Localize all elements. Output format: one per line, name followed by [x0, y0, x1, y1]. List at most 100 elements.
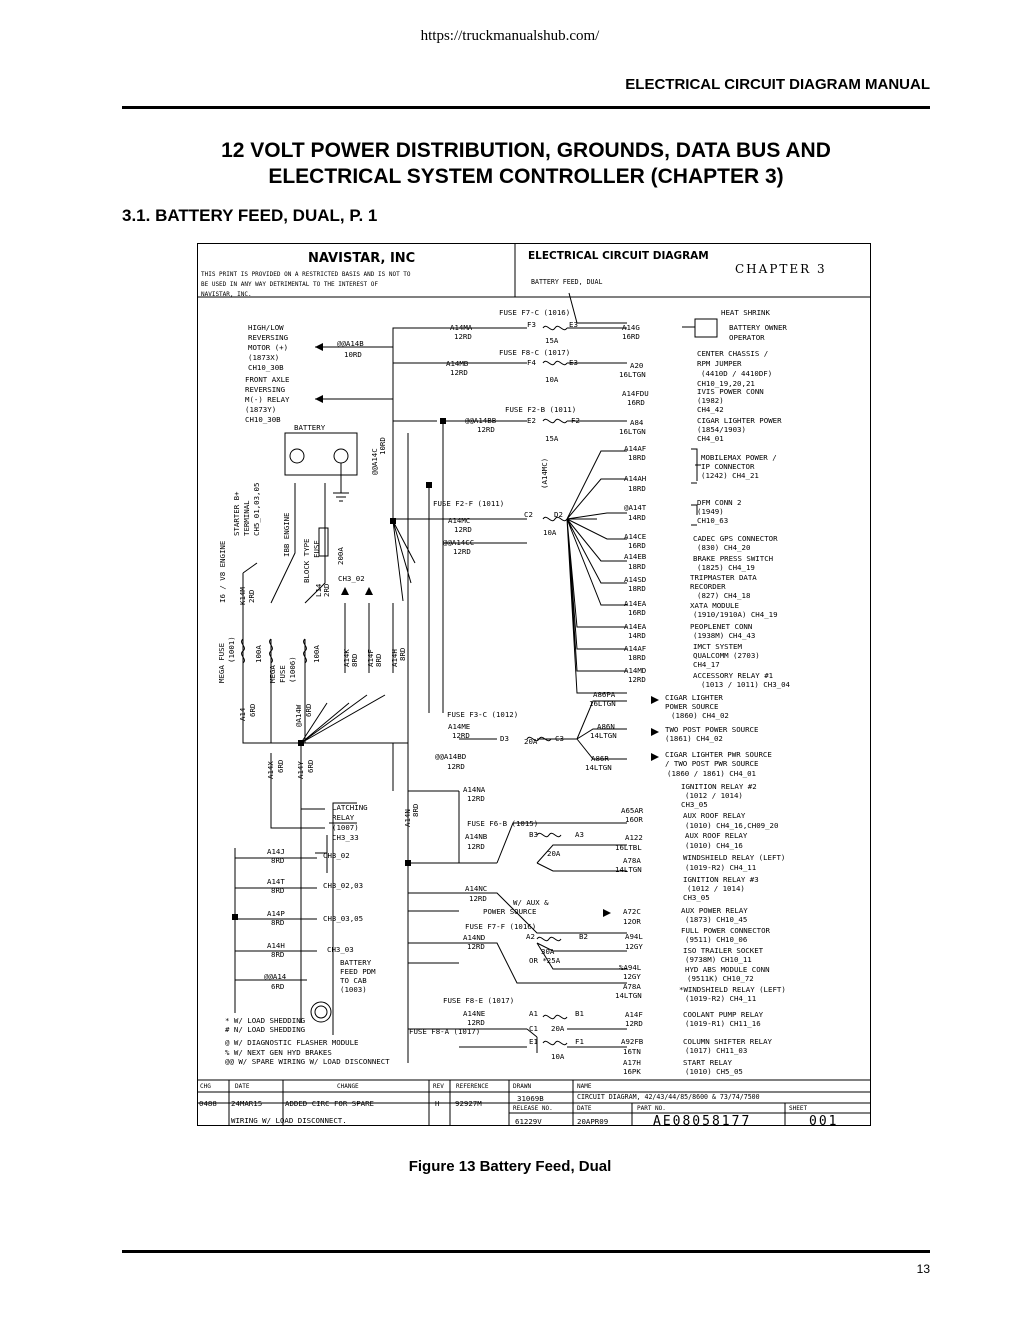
fuse-pin: B2: [579, 932, 588, 941]
wire-a14ea-size: 16RD: [628, 608, 646, 617]
wire-a14y: A14Y: [296, 761, 305, 779]
tb-header: REFERENCE: [456, 1083, 489, 1090]
wire-a14b-size: 10RD: [344, 350, 362, 359]
title-block: CHG DATE CHANGE REV REFERENCE 0488 24MAR…: [197, 1079, 871, 1127]
junction-dot: [426, 482, 432, 488]
coolant-pump-relay: COOLANT PUMP RELAY: [683, 1010, 764, 1019]
wire-a14t: @A14T: [624, 503, 647, 512]
wire-a14x-size: 6RD: [276, 760, 285, 773]
wire-a86n: A86N: [597, 722, 615, 731]
wire-a92fb-size: 16TN: [623, 1047, 641, 1056]
wire-a14sd-size: 18RD: [628, 584, 646, 593]
fuse-pin: A1: [529, 1009, 538, 1018]
tripmaster: (827) CH4_18: [697, 591, 750, 600]
wire-a14-feed: @@A14: [264, 972, 287, 981]
wire-a14x: A14X: [266, 761, 275, 779]
axle-label: (1873Y): [245, 405, 276, 414]
wire-a14nc-size: 12RD: [469, 894, 487, 903]
tb-chg: 0488: [199, 1099, 217, 1108]
wire-k14m: K14M: [238, 587, 247, 605]
wire-a14mb: A14MB: [446, 359, 469, 368]
source-url[interactable]: https://truckmanualshub.com/: [420, 28, 600, 44]
wiring: [234, 292, 718, 1063]
ignition-relay-2: CH3_05: [681, 800, 708, 809]
axle-label: REVERSING: [245, 385, 285, 394]
tb-header: RELEASE NO.: [513, 1105, 553, 1112]
title-line-2: ELECTRICAL SYSTEM CONTROLLER (CHAPTER 3): [268, 165, 784, 188]
junction-dot: [232, 914, 238, 920]
wire-a72c-size: 12OR: [623, 917, 641, 926]
wire-a14af: A14AF: [624, 444, 647, 453]
wire-a78a-size: 14LTGN: [615, 865, 642, 874]
tb-header: DRAWN: [513, 1083, 531, 1090]
mega-fuse-1-amp: 100A: [254, 645, 263, 663]
wire-a14f-right-size: 12RD: [625, 1019, 643, 1028]
fuse-f8e: FUSE F8-E (1017): [443, 996, 514, 1005]
iso-trailer-socket: ISO TRAILER SOCKET: [683, 946, 764, 955]
cigar-two-post: / TWO POST PWR SOURCE: [665, 759, 758, 768]
imct-system: QUALCOMM (2703): [693, 651, 760, 660]
running-header: ELECTRICAL CIRCUIT DIAGRAM MANUAL: [625, 76, 930, 93]
wire-a14g: A14G: [622, 323, 640, 332]
aux-roof-relay: (1010) CH4_16,CH09_20: [685, 821, 778, 830]
junction-dot: [298, 740, 304, 746]
block-amp: 200A: [336, 547, 345, 565]
windshield-relay-2: *WINDSHIELD RELAY (LEFT): [679, 985, 786, 994]
battery-owner: OPERATOR: [729, 333, 765, 342]
dfm-conn: CH10_63: [697, 516, 728, 525]
diagram-frame: [197, 243, 871, 1126]
wire-a14fdu: A14FDU: [622, 389, 649, 398]
motor-label: REVERSING: [248, 333, 288, 342]
wire-a94l2-size: 12GY: [623, 972, 641, 981]
wire-a14na: A14NA: [463, 785, 486, 794]
tb-header: DATE: [235, 1083, 250, 1090]
aux-roof-relay-2: AUX ROOF RELAY: [685, 831, 748, 840]
tb-change: ADDED CIRC FOR SPARE: [285, 1099, 374, 1108]
wire-a14j-size: 8RD: [271, 856, 284, 865]
doc-type: ELECTRICAL CIRCUIT DIAGRAM: [528, 250, 709, 262]
wire-a14bd: @@A14BD: [435, 752, 466, 761]
fuse-f3c-amp: 20A: [524, 737, 538, 746]
brake-switch: BRAKE PRESS SWITCH: [693, 554, 773, 563]
aux-roof-relay: AUX ROOF RELAY: [683, 811, 746, 820]
company-name: NAVISTAR, INC: [308, 251, 415, 266]
wire-a14me-size: 12RD: [452, 731, 470, 740]
cigar-power-source: (1860) CH4_02: [671, 711, 729, 720]
tb-drawn: 31069B: [517, 1094, 544, 1103]
a14j-ref: CH3_02: [323, 851, 350, 860]
wire-a14ea2: A14EA: [624, 622, 647, 631]
junction-dot: [390, 518, 396, 524]
a14t-ref: CH3_02,03: [323, 881, 363, 890]
ignition-relay-3: IGNITION RELAY #3: [683, 875, 759, 884]
fuse-f6b: FUSE F6-B (1015): [467, 819, 538, 828]
ivis-conn: IVIS POWER CONN: [697, 387, 764, 396]
fuse-labels: FUSE F7-C (1016) F3 E3 A14MA 12RD A14G 1…: [409, 308, 649, 1061]
fuse-pin: A2: [526, 932, 535, 941]
aux-roof-relay-2: (1010) CH4_16: [685, 841, 743, 850]
peoplenet-conn: PEOPLENET CONN: [690, 622, 752, 631]
wire-a14mc-vertical: (A14MC): [540, 458, 549, 489]
wire-a14eb-size: 18RD: [628, 562, 646, 571]
fuse-f7c-amp: 15A: [545, 336, 559, 345]
wire-a14n: A14N: [403, 809, 412, 827]
tb-header: PART NO.: [637, 1105, 666, 1112]
wire-a14ce: A14CE: [624, 532, 646, 541]
fuse-f8a: FUSE F8-A (1017): [409, 1027, 480, 1036]
fuse-pin: D3: [500, 734, 509, 743]
junctions: [232, 418, 446, 920]
wire-a14j: A14J: [267, 847, 285, 856]
fuse-f2b-amp: 15A: [545, 434, 559, 443]
right-wire-labels: A14AF 18RD A14AH 18RD @A14T 14RD A14CE 1…: [585, 444, 647, 1076]
starter-label: STARTER B+: [232, 491, 241, 536]
axle-label: FRONT AXLE: [245, 375, 290, 384]
wire-a14ma-size: 12RD: [454, 332, 472, 341]
feed-label: (1003): [340, 985, 367, 994]
wire-a14t: A14T: [267, 877, 285, 886]
fuse-pin: F3: [527, 320, 536, 329]
axle-label: CH10_30B: [245, 415, 281, 424]
tb-header: DATE: [577, 1105, 592, 1112]
circuit-diagram: NAVISTAR, INC THIS PRINT IS PROVIDED ON …: [197, 243, 871, 1127]
wire-a14g-size: 16RD: [622, 332, 640, 341]
note-line: # N/ LOAD SHEDDING: [225, 1025, 305, 1034]
wire-a14w-size: 6RD: [304, 704, 313, 717]
